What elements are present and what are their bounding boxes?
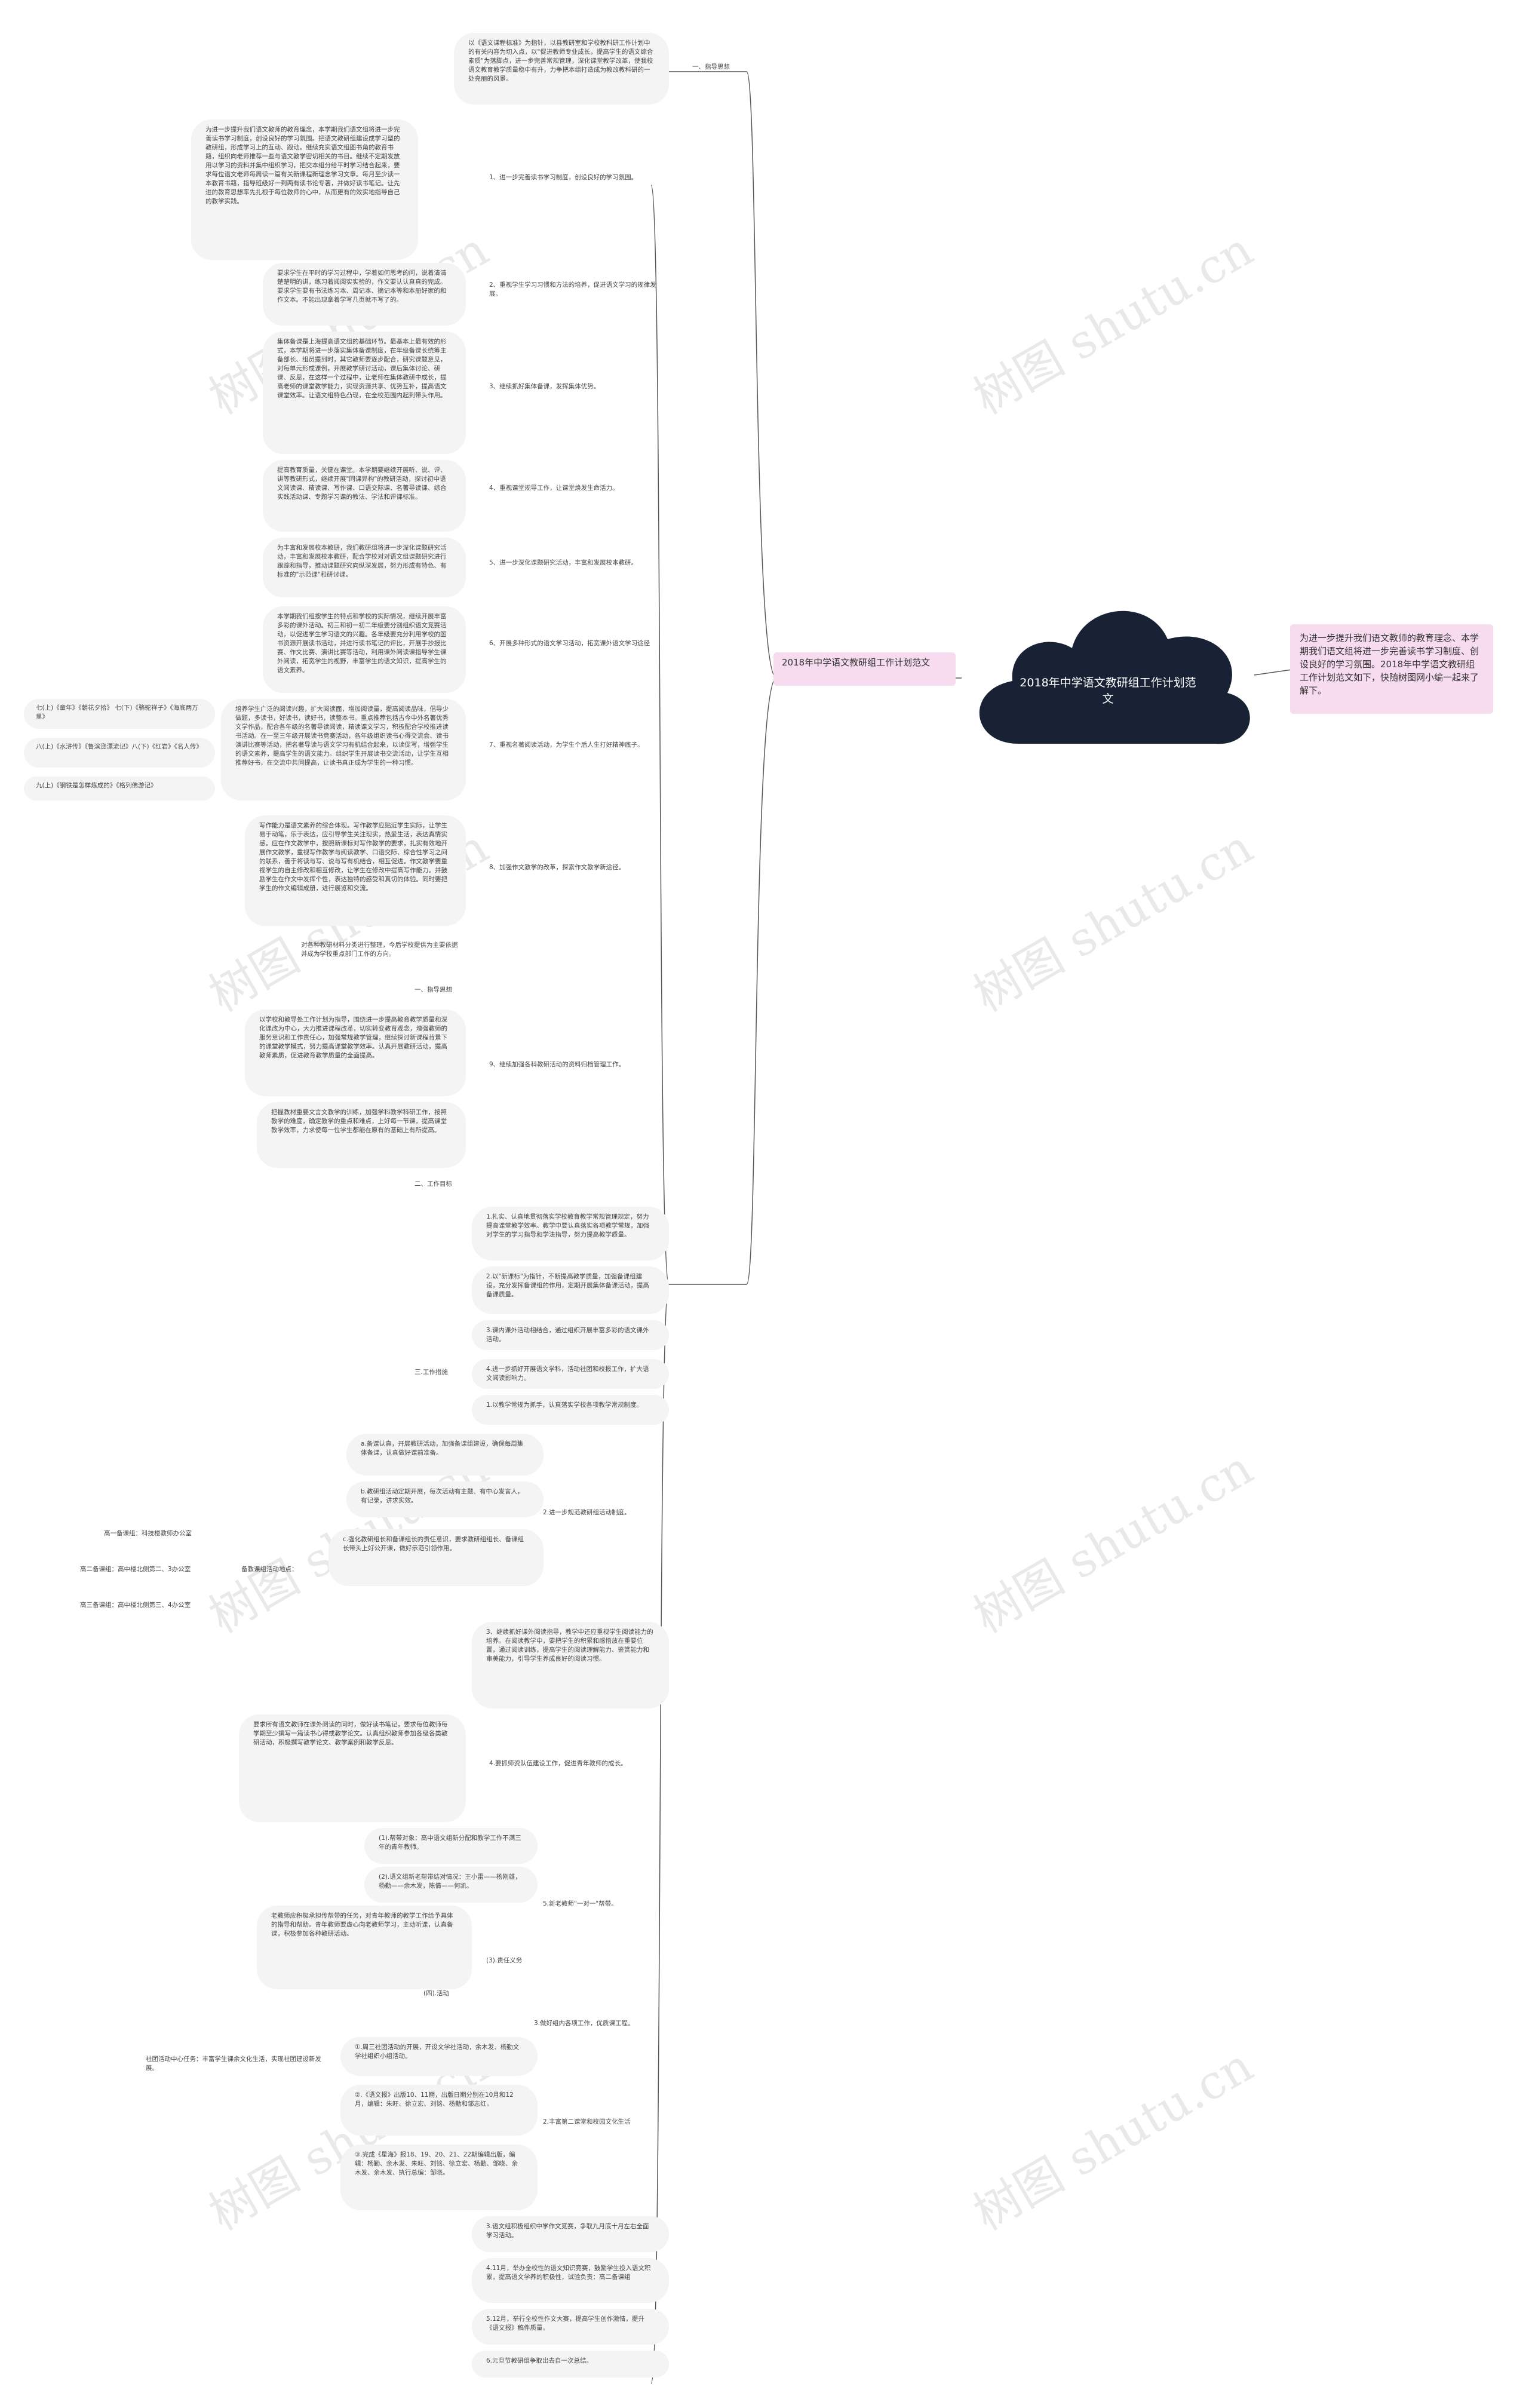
branch-label[interactable]: 备教课组活动地点： xyxy=(241,1566,298,1573)
sub-bubble[interactable]: 七(上)《童年》《朝花夕拾》 七(下)《骆驼祥子》《海底两万里》 xyxy=(24,699,215,729)
text-bubble[interactable]: 以《语文课程标准》为指针，以县教研室和学校教科研工作计划中的有关内容为切入点，以… xyxy=(454,33,669,105)
connector xyxy=(746,71,777,679)
text-bubble[interactable]: 4.11月，举办全校性的语文知识竞赛，鼓励学生投入语文积累，提高语文学养的积极性… xyxy=(472,2258,669,2303)
branch-label[interactable]: 6、开展多种形式的语文学习活动，拓宽课外语文学习途径 xyxy=(489,640,650,647)
text-bubble[interactable]: 以学校和教导处工作计划为指导，围绕进一步提高教育教学质量和深化课改为中心，大力推… xyxy=(245,1010,466,1096)
branch-label[interactable]: 4.要抓师资队伍建设工作，促进青年教师的成长。 xyxy=(489,1760,627,1767)
text-bubble[interactable]: 6.元旦节教研组争取出去自一次总结。 xyxy=(472,2351,669,2378)
text-bubble[interactable]: 为丰富和发展校本教研，我们教研组将进一步深化课题研究活动，丰富和发展校本教研，配… xyxy=(263,538,466,597)
connector xyxy=(746,677,777,1285)
text-bubble[interactable]: 5.12月，举行全校性作文大赛，提高学生创作激情，提升《语文报》稿件质量。 xyxy=(472,2309,669,2345)
branch-label[interactable]: 二、工作目标 xyxy=(415,1180,452,1188)
text-bubble[interactable]: (1).帮带对象：高中语文组新分配和教学工作不满三年的青年教师。 xyxy=(364,1828,538,1864)
text-bubble[interactable]: c.强化教研组长和备课组长的责任意识，要求教研组组长、备课组长带头上好公开课，做… xyxy=(328,1529,544,1586)
summary-node[interactable]: 为进一步提升我们语文教师的教育理念、本学期我们语文组将进一步完善读书学习制度、创… xyxy=(1290,624,1493,714)
text-bubble[interactable]: 把握教材重要文言文教学的训练，加强学科教学科研工作，按照教学的难度，确定教学的重… xyxy=(257,1102,466,1168)
text-bubble[interactable]: b.教研组活动定期开展，每次活动有主题、有中心发言人，有记录，讲求实效。 xyxy=(346,1481,544,1517)
text-bubble[interactable]: 1.以教学常规为抓手，认真落实学校各项教学常规制度。 xyxy=(472,1395,669,1425)
branch-label[interactable]: 2、重视学生学习习惯和方法的培养，促进语文学习的规律发展。 xyxy=(489,281,656,297)
root-cloud[interactable] xyxy=(953,591,1263,771)
text-bubble[interactable]: 4.进一步抓好开展语文学科，活动社团和校报工作，扩大语文阅读影响力。 xyxy=(472,1359,669,1389)
text-bubble[interactable]: 要求学生在平时的学习过程中，学着如何思考的问，说着清清楚楚明的讲，练习着阅阅实实… xyxy=(263,263,466,326)
branch-label[interactable]: (3).责任义务 xyxy=(486,1957,523,1964)
sub-bubble[interactable]: 八(上)《水浒传》《鲁滨逊漂流记》八(下)《红岩》《名人传》 xyxy=(24,738,215,768)
branch-label[interactable]: 高一备课组：科技楼教师办公室 xyxy=(104,1530,192,1537)
text-bubble[interactable]: (2).语文组新老帮带结对情况：王小雷——杨刚雄，杨勤——余木发，陈倩——何凯。 xyxy=(364,1867,538,1903)
text-bubble[interactable]: ①.周三社团活动的开展，开设文学社活动，余木发、杨勤文学社组织小组活动。 xyxy=(340,2037,538,2076)
text-bubble[interactable]: 3.语文组积极组织中学作文竞赛，争取九月底十月左右全面学习活动。 xyxy=(472,2216,669,2252)
text-bubble[interactable]: 1.扎实、认真地贯彻落实学校教育教学常规管理规定，努力提高课堂教学效率。教学中要… xyxy=(472,1207,669,1260)
text-bubble[interactable]: 集体备课是上海提高语文组的基础环节。最基本上最有效的形式，本学期将进一步落实集体… xyxy=(263,332,466,454)
branch-label[interactable]: 2.进一步规范教研组活动制度。 xyxy=(543,1509,631,1516)
text-bubble[interactable]: 3、继续抓好课外阅读指导，教学中还应重视学生阅读能力的培养。在阅读教学中，要把学… xyxy=(472,1622,669,1708)
text-bubble[interactable]: 3.课内课外活动相结合，通过组织开展丰富多彩的语文课外活动。 xyxy=(472,1320,669,1350)
text-bubble[interactable]: 为进一步提升我们语文教师的教育理念，本学期我们语文组将进一步完善读书学习制度，创… xyxy=(191,119,418,260)
branch-label[interactable]: 社团活动中心任务：丰富学生课余文化生活，实现社团建设新发展。 xyxy=(146,2056,321,2072)
branch-label[interactable]: 3.做好组内各项工作，优质课工程。 xyxy=(534,2020,634,2027)
branch-label[interactable]: 2.丰富第二课堂和校园文化生活 xyxy=(543,2118,631,2125)
main-topic[interactable]: 2018年中学语文教研组工作计划范文 xyxy=(773,652,956,686)
text-bubble[interactable]: ③.完成《星海》报18、19、20、21、22期编辑出版，编辑：杨勤、余木发、朱… xyxy=(340,2145,538,2210)
branch-label[interactable]: 对各种教研材料分类进行整理，今后学校提供为主要依据并成为学校重点部门工作的方向。 xyxy=(301,941,458,958)
branch-label[interactable]: (四).活动 xyxy=(423,1990,450,1997)
branch-label[interactable]: 5、进一步深化课题研究活动，丰富和发展校本教研。 xyxy=(489,559,638,566)
text-bubble[interactable]: 本学期我们组按学生的特点和学校的实际情况，继续开展丰富多彩的课外活动。初三和初一… xyxy=(263,606,466,693)
connector xyxy=(1254,668,1297,676)
text-bubble[interactable]: 2.以"新课标"为指针，不断提高教学质量，加强备课组建设，充分发挥备课组的作用，… xyxy=(472,1266,669,1314)
text-bubble[interactable]: a.备课认真，开展教研活动，加强备课组建设，确保每周集体备课，认真做好课前准备。 xyxy=(346,1434,544,1476)
branch-label[interactable]: 3、继续抓好集体备课，发挥集体优势。 xyxy=(489,383,600,390)
branch-label[interactable]: 高二备课组：高中楼北侧第二、3办公室 xyxy=(80,1566,191,1573)
root-title: 2018年中学语文教研组工作计划范文 xyxy=(1020,676,1196,705)
text-bubble[interactable]: 培养学生广泛的阅读兴趣，扩大阅读面，增加阅读量，提高阅读品味，倡导少做题，多读书… xyxy=(221,699,466,800)
branch-label[interactable]: 高三备课组：高中楼北侧第三、4办公室 xyxy=(80,1602,191,1609)
text-bubble[interactable]: 老教师应积极承担传帮带的任务，对青年教师的教学工作给予具体的指导和帮助。青年教师… xyxy=(257,1906,472,1989)
branch-label[interactable]: 三.工作措施 xyxy=(415,1369,448,1376)
branch-label[interactable]: 4、重视课堂规导工作，让课堂焕发生命活力。 xyxy=(489,484,619,492)
connector xyxy=(650,185,670,1285)
branch-label[interactable]: 1、进一步完善读书学习制度，创设良好的学习氛围。 xyxy=(489,174,638,181)
branch-label[interactable]: 8、加强作文教学的改革，探索作文教学新途径。 xyxy=(489,864,625,871)
branch-label[interactable]: 9、继续加强各科教研活动的资料归档管理工作。 xyxy=(489,1061,625,1068)
text-bubble[interactable]: 要求所有语文教师在课外阅读的同时，做好读书笔记，要求每位教师每学期至少撰写一篇读… xyxy=(239,1714,466,1822)
sub-bubble[interactable]: 九(上)《钢铁是怎样炼成的》《格列佛游记》 xyxy=(24,777,215,800)
level1-node[interactable]: 一、指导思想 xyxy=(692,63,730,70)
branch-label[interactable]: 5.新老教师"一对一"帮带。 xyxy=(543,1900,618,1907)
text-bubble[interactable]: 提高教育质量，关键在课堂。本学期要继续开展听、说、评、讲等教研形式，继续开展"同… xyxy=(263,460,466,532)
text-bubble[interactable]: ②.《语文报》出版10、11期，出版日期分别在10月和12月，编辑：朱旺、徐立宏… xyxy=(340,2085,538,2136)
text-bubble[interactable]: 写作能力是语文素养的综合体现。写作教学应贴近学生实际，让学生易于动笔，乐于表达，… xyxy=(245,815,466,926)
branch-label[interactable]: 7、重视名著阅读活动，为学生个后人生打好精神底子。 xyxy=(489,741,644,749)
branch-label[interactable]: 一、指导思想 xyxy=(415,986,452,993)
